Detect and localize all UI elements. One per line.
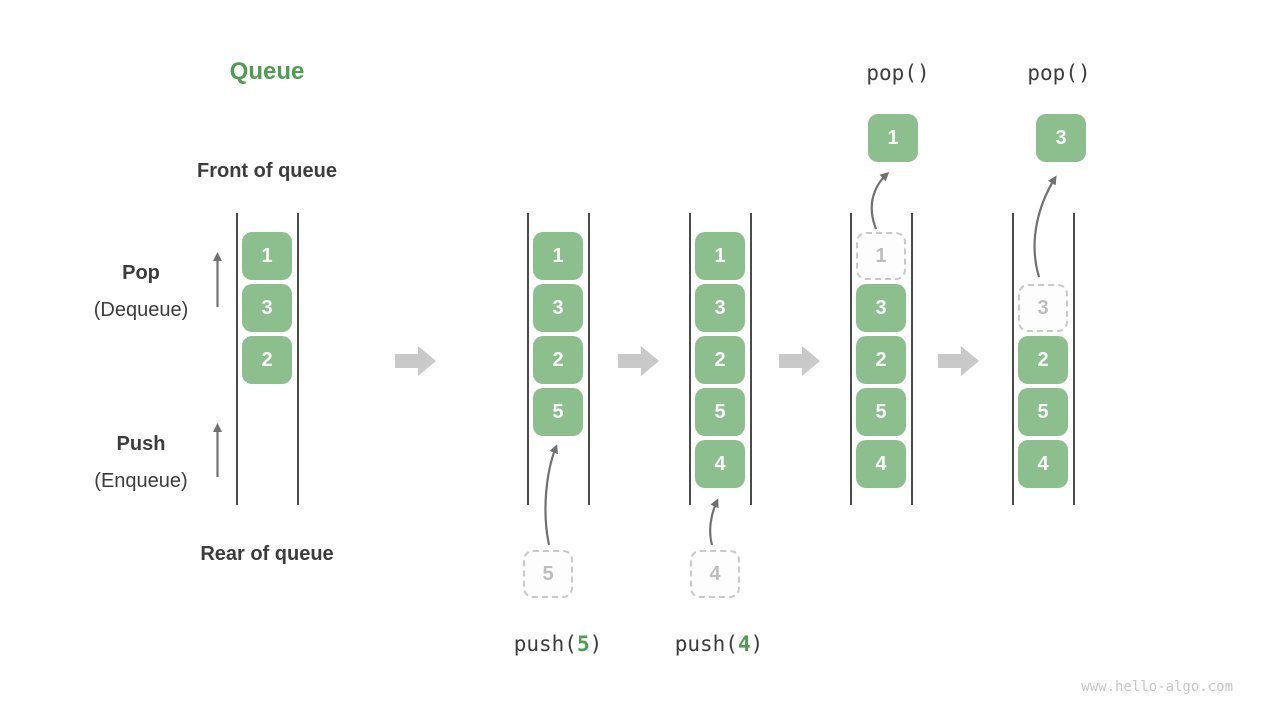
step-arrow-icon	[938, 346, 979, 376]
queue-cell: 4	[856, 440, 906, 488]
step-arrow-icon	[779, 346, 820, 376]
enqueue-label: (Enqueue)	[94, 470, 188, 492]
pop-call-label: pop()	[866, 61, 930, 85]
pushed-cell: 5	[523, 550, 573, 598]
queue-cell: 3	[856, 284, 906, 332]
pop-3-arrow-icon	[1033, 175, 1057, 278]
queue-rail	[236, 213, 238, 505]
queue-rail	[588, 213, 590, 505]
queue-cell: 3	[695, 284, 745, 332]
push-call-prefix: push(	[513, 632, 577, 656]
push-call-prefix: push(	[674, 632, 738, 656]
queue-cell: 4	[695, 440, 745, 488]
queue-cell: 1	[695, 232, 745, 280]
queue-cell: 1	[242, 232, 292, 280]
push-call-suffix: )	[589, 632, 603, 656]
queue-cell: 5	[695, 388, 745, 436]
queue-cell: 2	[242, 336, 292, 384]
queue-cell: 5	[856, 388, 906, 436]
queue-cell-removed: 1	[856, 232, 906, 280]
queue-cell: 5	[533, 388, 583, 436]
queue-cell: 2	[695, 336, 745, 384]
queue-rail	[1073, 213, 1075, 505]
rear-of-queue-label: Rear of queue	[200, 543, 334, 565]
queue-rail	[1012, 213, 1014, 505]
front-of-queue-label: Front of queue	[197, 160, 337, 182]
push-call-arg: 4	[737, 632, 751, 656]
queue-cell-removed: 3	[1018, 284, 1068, 332]
pop-label: Pop	[122, 262, 160, 284]
push-5-arrow-icon	[544, 444, 558, 546]
queue-rail	[850, 213, 852, 505]
push-call-label: push(4)	[619, 632, 819, 656]
push-4-arrow-icon	[709, 498, 719, 546]
queue-cell: 2	[533, 336, 583, 384]
popped-cell: 3	[1036, 114, 1086, 162]
queue-cell: 1	[533, 232, 583, 280]
queue-cell: 2	[856, 336, 906, 384]
queue-cell: 2	[1018, 336, 1068, 384]
queue-rail	[527, 213, 529, 505]
queue-rail	[750, 213, 752, 505]
push-call-suffix: )	[750, 632, 764, 656]
diagram-title: Queue	[229, 58, 305, 85]
queue-rail	[911, 213, 913, 505]
pop-1-arrow-icon	[870, 171, 890, 230]
push-call-label: push(5)	[458, 632, 658, 656]
push-label: Push	[116, 433, 166, 455]
step-arrow-icon	[395, 346, 436, 376]
watermark: www.hello-algo.com	[1081, 679, 1233, 695]
queue-cell: 5	[1018, 388, 1068, 436]
pop-call-label: pop()	[1027, 61, 1091, 85]
queue-cell: 3	[533, 284, 583, 332]
popped-cell: 1	[868, 114, 918, 162]
pushed-cell: 4	[690, 550, 740, 598]
dequeue-label: (Dequeue)	[93, 299, 189, 321]
queue-rail	[297, 213, 299, 505]
queue-rail	[689, 213, 691, 505]
step-arrow-icon	[618, 346, 659, 376]
queue-cell: 3	[242, 284, 292, 332]
push-call-arg: 5	[576, 632, 590, 656]
queue-cell: 4	[1018, 440, 1068, 488]
